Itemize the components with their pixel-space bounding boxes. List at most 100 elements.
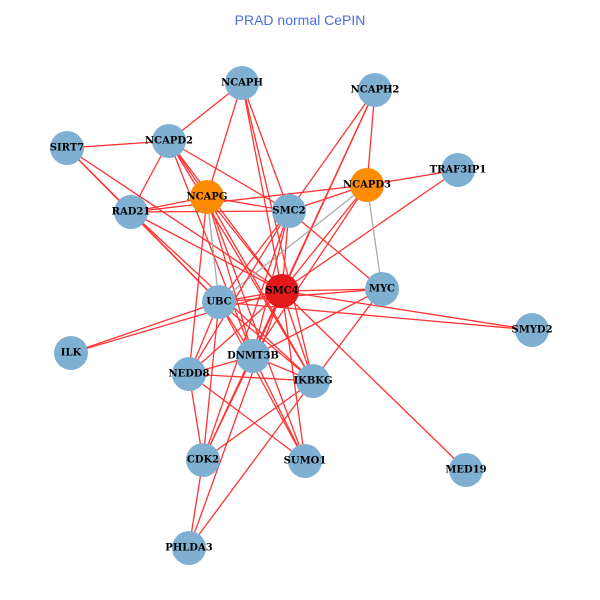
node-label: SMC4 [265, 286, 298, 297]
node-label: MYC [369, 284, 395, 295]
edge-ncapg-ikbkg [206, 196, 314, 382]
node-label: MED19 [445, 465, 486, 476]
node-label: NEDD8 [168, 369, 209, 380]
node-ilk[interactable]: ILK [54, 336, 88, 370]
node-label: PHLDA3 [165, 543, 212, 554]
edge-ncapg-nedd8 [188, 196, 208, 375]
edge-ikbkg-nedd8 [188, 373, 314, 382]
edge-ncapg-dnmt3b [206, 196, 254, 357]
node-ubc[interactable]: UBC [202, 285, 236, 319]
edge-dnmt3b-sumo1 [252, 355, 306, 462]
edge-rad21-smc4 [130, 211, 283, 292]
node-nedd8[interactable]: NEDD8 [168, 357, 210, 391]
edge-smc4-med19 [281, 290, 467, 471]
node-smc4[interactable]: SMC4 [265, 274, 299, 308]
node-circle[interactable] [114, 195, 148, 229]
edge-ncapd3-smc4 [281, 184, 368, 292]
node-circle[interactable] [186, 443, 220, 477]
edge-sirt7-smc4 [66, 147, 283, 292]
node-circle[interactable] [350, 168, 384, 202]
node-circle[interactable] [365, 272, 399, 306]
node-label: RAD21 [112, 207, 151, 218]
edge-ncapd3-ubc [218, 184, 368, 303]
node-label: NCAPD3 [343, 180, 391, 191]
edge-smc2-cdk2 [202, 210, 290, 461]
edge-ncapd2-smc2 [168, 140, 290, 212]
node-myc[interactable]: MYC [365, 272, 399, 306]
node-circle[interactable] [272, 194, 306, 228]
node-circle[interactable] [236, 339, 270, 373]
node-circle[interactable] [152, 124, 186, 158]
node-label: CDK2 [187, 455, 219, 466]
edge-ncaph2-smc2 [288, 89, 376, 212]
edge-ubc-sumo1 [218, 301, 306, 462]
node-cdk2[interactable]: CDK2 [186, 443, 220, 477]
node-circle[interactable] [54, 336, 88, 370]
node-label: NCAPG [187, 192, 228, 203]
edge-ncaph-smc2 [241, 82, 290, 212]
node-label: SIRT7 [50, 143, 84, 154]
node-sumo1[interactable]: SUMO1 [284, 444, 327, 478]
node-med19[interactable]: MED19 [445, 453, 487, 487]
node-phlda3[interactable]: PHLDA3 [165, 531, 213, 565]
node-circle[interactable] [288, 444, 322, 478]
edge-nedd8-sumo1 [188, 373, 306, 462]
edge-ncapg-ubc [206, 196, 220, 303]
edge-ncaph-smc4 [241, 82, 283, 292]
node-traf3ip1[interactable]: TRAF3IP1 [430, 153, 487, 187]
edge-smc4-sumo1 [281, 290, 306, 462]
node-circle[interactable] [515, 313, 549, 347]
edge-smc2-myc [288, 210, 383, 290]
node-circle[interactable] [441, 153, 475, 187]
edge-ubc-myc [218, 288, 383, 303]
edge-ncapg-sumo1 [206, 196, 306, 462]
node-label: DNMT3B [227, 351, 279, 362]
node-label: TRAF3IP1 [430, 165, 487, 176]
node-label: IKBKG [293, 376, 332, 387]
figure-title: PRAD normal CePIN [234, 12, 366, 28]
edge-traf3ip1-smc4 [281, 169, 459, 292]
edge-ncaph-ikbkg [241, 82, 314, 382]
edge-ubc-ikbkg [218, 301, 314, 382]
node-label: NCAPH [221, 78, 263, 89]
node-label: ILK [61, 348, 82, 359]
node-circle[interactable] [50, 131, 84, 165]
edge-dnmt3b-cdk2 [202, 355, 254, 461]
node-circle[interactable] [172, 531, 206, 565]
node-dnmt3b[interactable]: DNMT3B [227, 339, 279, 373]
node-ncaph[interactable]: NCAPH [221, 66, 263, 100]
node-label: NCAPH2 [351, 85, 400, 96]
node-circle[interactable] [265, 274, 299, 308]
node-smc2[interactable]: SMC2 [272, 194, 306, 228]
node-smyd2[interactable]: SMYD2 [511, 313, 553, 347]
node-circle[interactable] [296, 364, 330, 398]
node-ncaph2[interactable]: NCAPH2 [351, 73, 400, 107]
edge-myc-dnmt3b [252, 288, 383, 357]
node-rad21[interactable]: RAD21 [112, 195, 151, 229]
node-circle[interactable] [358, 73, 392, 107]
edge-ubc-cdk2 [202, 301, 220, 461]
node-ncapd2[interactable]: NCAPD2 [145, 124, 193, 158]
edge-ncapd2-dnmt3b [168, 140, 254, 357]
node-ncapg[interactable]: NCAPG [187, 180, 228, 214]
edge-sirt7-ncapd2 [66, 140, 170, 149]
edge-ubc-smyd2 [218, 301, 533, 331]
edge-smc4-phlda3 [188, 290, 283, 549]
edge-ncapd2-smc4 [168, 140, 283, 292]
node-circle[interactable] [190, 180, 224, 214]
node-label: NCAPD2 [145, 136, 193, 147]
node-circle[interactable] [449, 453, 483, 487]
node-ncapd3[interactable]: NCAPD3 [343, 168, 391, 202]
node-ikbkg[interactable]: IKBKG [293, 364, 333, 398]
node-sirt7[interactable]: SIRT7 [50, 131, 84, 165]
edge-smc2-nedd8 [188, 210, 290, 375]
node-circle[interactable] [225, 66, 259, 100]
node-label: SMC2 [272, 206, 305, 217]
edge-smc4-smyd2 [281, 290, 533, 331]
node-circle[interactable] [202, 285, 236, 319]
node-label: UBC [206, 297, 231, 308]
node-circle[interactable] [172, 357, 206, 391]
edge-myc-ikbkg [312, 288, 383, 382]
